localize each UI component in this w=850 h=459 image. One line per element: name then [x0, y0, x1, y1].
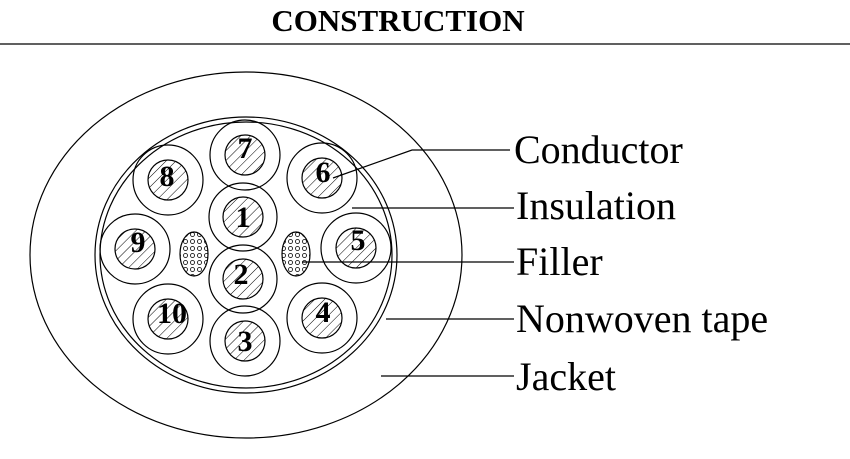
- insulation: [208, 182, 278, 252]
- core-2: 2: [208, 244, 278, 314]
- conductor: [224, 134, 266, 176]
- label-insulation: Insulation: [516, 183, 676, 228]
- leader-line-conductor: [332, 149, 510, 179]
- page-title: CONSTRUCTION: [271, 3, 524, 38]
- label-nonwoven-tape: Nonwoven tape: [516, 296, 768, 341]
- conductor: [222, 258, 264, 300]
- core-number: 2: [234, 258, 249, 291]
- conductor: [222, 196, 264, 238]
- insulation: [99, 213, 171, 285]
- core-4: 4: [286, 282, 358, 354]
- insulation: [132, 144, 204, 216]
- core-number: 4: [316, 296, 331, 329]
- conductor: [147, 298, 189, 340]
- core-number: 1: [236, 201, 251, 234]
- conductor: [301, 157, 343, 199]
- insulation: [208, 244, 278, 314]
- core-number: 3: [238, 325, 253, 358]
- label-conductor: Conductor: [514, 127, 683, 172]
- insulation: [286, 282, 358, 354]
- core-number: 7: [238, 132, 253, 165]
- core-3: 3: [209, 305, 281, 377]
- insulation: [209, 119, 281, 191]
- insulation: [320, 212, 392, 284]
- label-filler: Filler: [516, 239, 603, 284]
- insulation: [209, 305, 281, 377]
- core-number: 9: [131, 226, 146, 259]
- insulation: [286, 142, 358, 214]
- filler-left: [179, 231, 209, 277]
- conductor: [114, 228, 156, 270]
- conductor: [224, 320, 266, 362]
- core-10: 10: [132, 283, 204, 355]
- core-number: 6: [316, 156, 331, 189]
- jacket-outer-boundary: [29, 71, 463, 439]
- core-number: 8: [160, 160, 175, 193]
- core-5: 5: [320, 212, 392, 284]
- label-jacket: Jacket: [516, 354, 616, 399]
- core-8: 8: [132, 144, 204, 216]
- insulation: [132, 283, 204, 355]
- conductor: [335, 227, 377, 269]
- core-6: 6: [286, 142, 358, 214]
- core-1: 1: [208, 182, 278, 252]
- core-9: 9: [99, 213, 171, 285]
- core-number: 10: [157, 297, 187, 330]
- core-7: 7: [209, 119, 281, 191]
- core-number: 5: [351, 224, 366, 257]
- filler-right: [281, 231, 311, 277]
- conductor: [301, 297, 343, 339]
- nonwoven-tape-outer: [94, 116, 398, 394]
- conductor: [147, 159, 189, 201]
